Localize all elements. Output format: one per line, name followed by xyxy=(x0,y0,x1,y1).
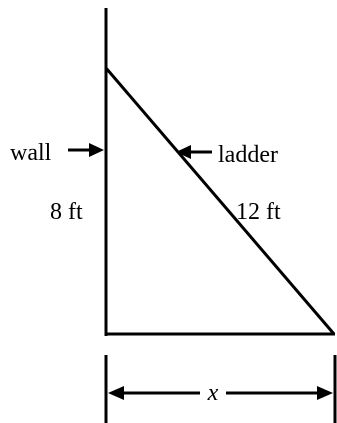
ladder-length-label: 12 ft xyxy=(236,199,281,225)
ladder-label: ladder xyxy=(218,142,278,168)
ladder-line xyxy=(104,67,336,335)
wall-label: wall xyxy=(10,140,52,166)
wall-height-label: 8 ft xyxy=(50,199,83,225)
wall-pointer-arrow xyxy=(68,143,104,157)
base-distance-label: x xyxy=(207,380,219,406)
dimension-arrow-x xyxy=(108,386,333,400)
ladder-pointer-arrow xyxy=(176,145,212,159)
